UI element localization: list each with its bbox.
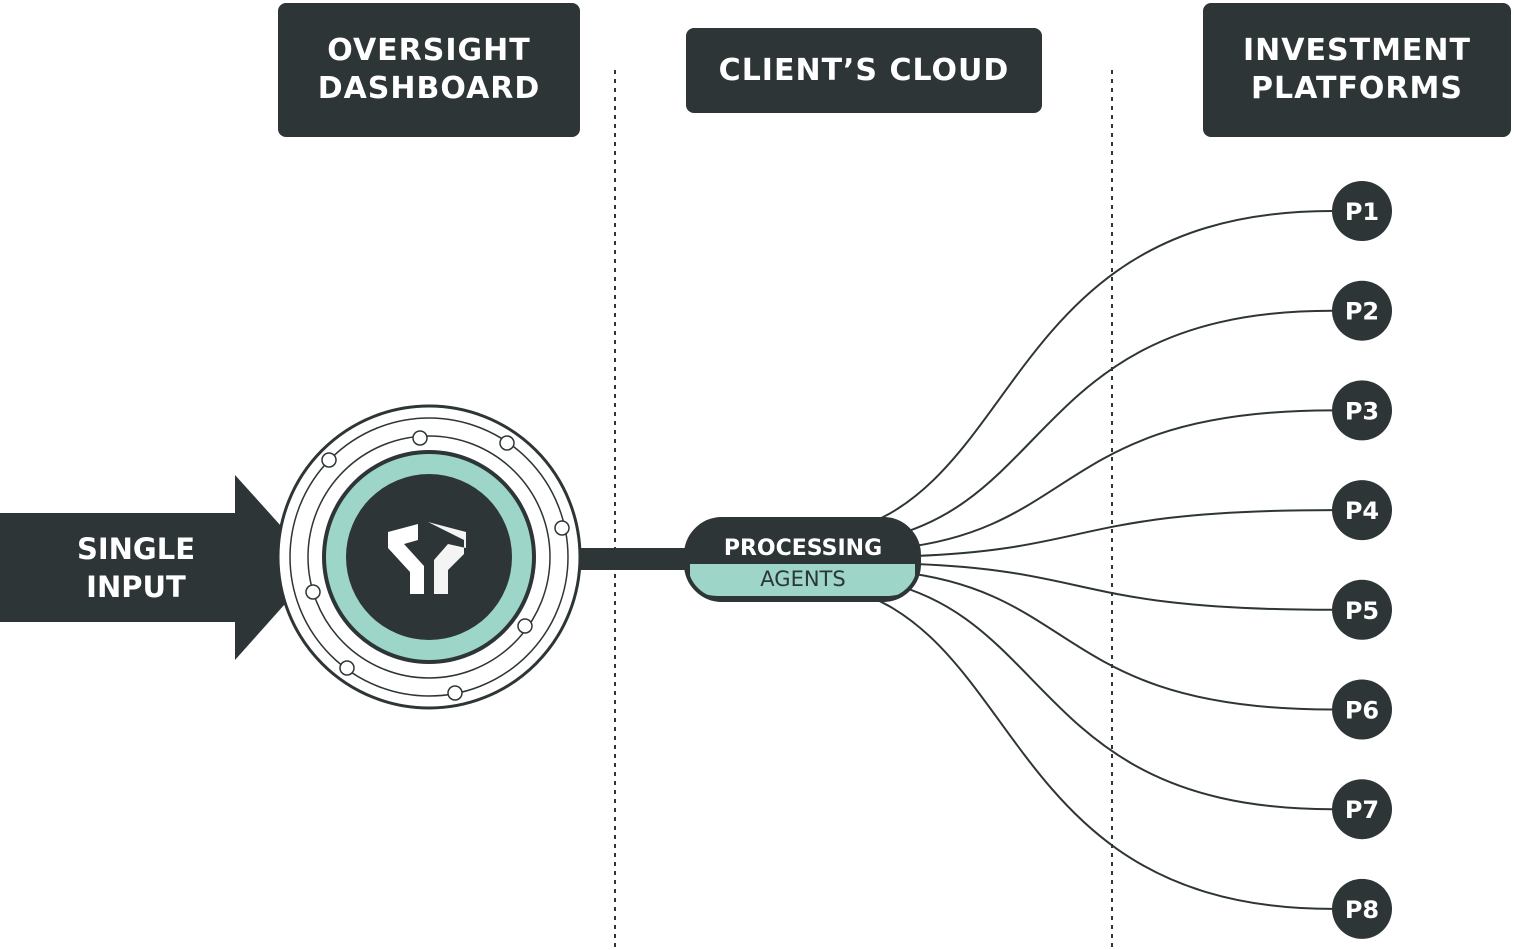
hub-orbit-ring xyxy=(289,417,569,697)
cloud-header-label: CLIENT’S CLOUD xyxy=(718,52,1010,88)
orbit-dot xyxy=(517,618,533,634)
platform-label: P3 xyxy=(1345,397,1379,425)
input-label-line-2: INPUT xyxy=(86,570,186,604)
orbit-dot xyxy=(499,435,515,451)
connector-line xyxy=(899,409,1333,549)
processing-label: PROCESSING xyxy=(724,536,882,561)
orbit-dot xyxy=(321,452,337,468)
orbit-dot xyxy=(447,685,463,701)
platform-label: P7 xyxy=(1345,796,1379,824)
platform-label: P6 xyxy=(1345,697,1379,725)
platform-node xyxy=(1332,878,1392,939)
platform-node xyxy=(1332,679,1392,740)
logo-icon xyxy=(388,522,466,594)
input-label-line-1: SINGLE xyxy=(77,532,195,566)
platform-label: P8 xyxy=(1345,896,1379,924)
platform-label: P5 xyxy=(1345,597,1379,625)
connector-line xyxy=(914,509,1333,557)
hub-core xyxy=(346,474,512,640)
platform-node xyxy=(1332,380,1392,441)
orbit-dot xyxy=(305,584,321,600)
connector-line xyxy=(844,587,1333,910)
connector-line xyxy=(874,309,1333,541)
connector-line xyxy=(899,571,1333,711)
platform-node xyxy=(1332,181,1392,241)
oversight-dashboard-header: OVERSIGHT DASHBOARD xyxy=(278,3,580,137)
oversight-header-line-2: DASHBOARD xyxy=(317,71,541,106)
platform-label: P2 xyxy=(1345,298,1379,326)
platform-node xyxy=(1332,480,1392,541)
orbit-dot xyxy=(412,430,428,446)
single-input-arrow xyxy=(0,475,318,660)
orbit-dot xyxy=(339,660,355,676)
platform-connectors xyxy=(844,210,1333,910)
platform-node xyxy=(1332,280,1392,341)
connector-line xyxy=(874,579,1333,811)
platforms-header-line-2: PLATFORMS xyxy=(1250,71,1463,106)
clients-cloud-header: CLIENT’S CLOUD xyxy=(686,28,1042,113)
oversight-hub xyxy=(276,404,582,710)
platform-label: P1 xyxy=(1345,198,1379,226)
agents-label: AGENTS xyxy=(760,567,845,591)
hub-inner-orbit-ring xyxy=(307,435,551,679)
hub-connector-bar xyxy=(575,548,695,570)
platform-node xyxy=(1332,779,1392,840)
oversight-header-line-1: OVERSIGHT xyxy=(327,33,531,68)
processing-agents-node: PROCESSING AGENTS xyxy=(684,517,921,602)
platform-node xyxy=(1332,579,1392,640)
platform-label: P4 xyxy=(1345,497,1379,525)
hub-orbit-dots xyxy=(305,430,570,701)
platforms-header-line-1: INVESTMENT xyxy=(1243,33,1471,68)
connector-line xyxy=(844,210,1333,533)
investment-platforms-header: INVESTMENT PLATFORMS xyxy=(1203,3,1511,137)
connector-line xyxy=(914,563,1333,611)
orbit-dot xyxy=(554,520,570,536)
